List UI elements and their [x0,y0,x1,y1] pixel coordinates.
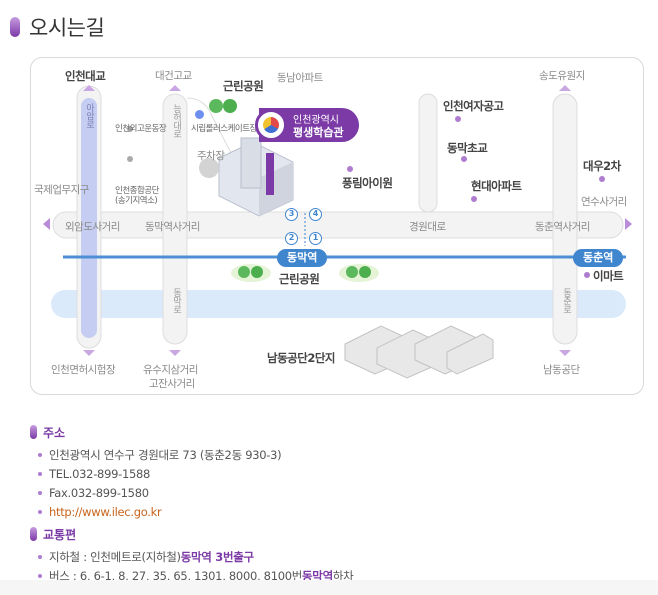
label-hyundai-apt: 현대아파트 [471,179,522,193]
label-girls-tech-high: 인천여자공고 [443,99,504,113]
road-gyeongwon [52,211,624,239]
exit-1[interactable]: 1 [309,232,322,245]
label-namdong-complex2: 남동공단2단지 [267,351,335,365]
location-map: 인천대교 대건고교 근린공원 동남아파트 송도유원지 아암로 능허대로 동막로 … [30,57,644,395]
building-badge[interactable]: 인천광역시 평생학습관 [255,108,359,142]
exit-2[interactable]: 2 [285,232,298,245]
map-roads [51,85,626,379]
transport-heading: 교통편 [30,527,630,542]
info-section: 주소 인천광역시 연수구 경원대로 73 (동춘2동 930-3) TEL.03… [30,425,630,585]
skate-marker [195,110,204,119]
label-park-top: 근린공원 [223,79,264,93]
section-pill-icon [30,425,37,439]
org-logo-icon [255,109,287,141]
label-gas-station: 인천종합공단(송기지역소) [115,186,159,206]
label-yusuji-junction: 유수지삼거리 [143,364,198,376]
label-dongmak-road: 동막로 [171,288,181,314]
label-neunghoe-road: 능허대로 [171,104,181,138]
label-dongchun-road: 동춘로 [561,288,571,314]
label-namdong-industrial: 남동공단 [543,364,580,376]
arrow-down-icon [169,350,181,356]
building-name: 평생학습관 [293,126,344,139]
arrow-down-icon [83,350,95,356]
label-pungrim: 풍림아이원 [342,176,393,190]
arrow-left-icon [43,218,50,230]
address-street: 인천광역시 연수구 경원대로 73 (동춘2동 930-3) [30,445,630,464]
label-park-south: 근린공원 [279,272,320,286]
river [51,290,626,318]
label-gyeongwon-road: 경원대로 [409,221,446,233]
arrow-up-icon [83,85,95,91]
label-school-field: 인천외고운동장 [115,124,167,134]
address-tel: TEL.032-899-1588 [30,464,630,483]
station-dongchun[interactable]: 동춘역 [573,249,624,267]
label-dongnam-apt: 동남아파트 [277,72,323,84]
road-aam-fill [81,98,97,338]
station-dongmak[interactable]: 동막역 [277,249,328,267]
section-pill-icon [30,527,37,541]
title-pill-icon [10,17,20,37]
label-gojan-intersection: 고잔사거리 [149,378,195,390]
arrow-up-icon [169,85,181,91]
label-oeam-intersection: 외암도사거리 [65,221,120,233]
road-neunghoe [162,93,188,345]
arrow-right-icon [625,218,632,230]
arrow-up-icon [559,85,571,91]
transport-bus: 버스 : 6, 6-1, 8, 27, 35, 65, 1301, 8000, … [30,566,630,585]
label-license-test-site: 인천면허시험장 [51,364,116,376]
website-link[interactable]: http://www.ilec.go.kr [49,504,162,519]
label-aam-road: 아암로 [84,103,94,129]
exit-3[interactable]: 3 [285,208,298,221]
label-songdo: 송도유원지 [539,70,585,82]
arrow-down-icon [559,350,571,356]
address-heading: 주소 [30,425,630,440]
page-header: 오시는길 [10,12,105,42]
transport-subway: 지하철 : 인천메트로(지하철) 동막역 3번출구 [30,547,630,566]
label-parking: 주차장 [197,150,225,162]
label-emart: 이마트 [593,269,624,283]
tree-icons [209,99,379,282]
label-daegun-high: 대건고교 [155,70,192,82]
label-yeonsu: 연수사거리 [581,196,627,208]
label-incheon-bridge: 인천대교 [65,69,106,83]
footer-strip [0,580,658,595]
address-url: http://www.ilec.go.kr [30,502,630,521]
lifelong-learning-center-building [199,137,294,217]
label-dongmak-intersection: 동막역사거리 [145,221,200,233]
road-minor [418,93,438,213]
road-dongchun [552,93,578,345]
label-business-district: 국제업무지구 [34,184,89,196]
building-city: 인천광역시 [293,115,339,126]
page-title: 오시는길 [29,16,105,40]
label-dongchun-intersection: 동춘역사거리 [535,221,590,233]
address-fax: Fax.032-899-1580 [30,483,630,502]
label-dongmak-elem: 동막초교 [447,141,488,155]
label-daewoo: 대우2차 [583,159,621,173]
industrial-complex-icon [344,325,494,379]
exit-4[interactable]: 4 [309,208,322,221]
label-skate-rink: 시립롤러스케이트장 [191,124,257,134]
